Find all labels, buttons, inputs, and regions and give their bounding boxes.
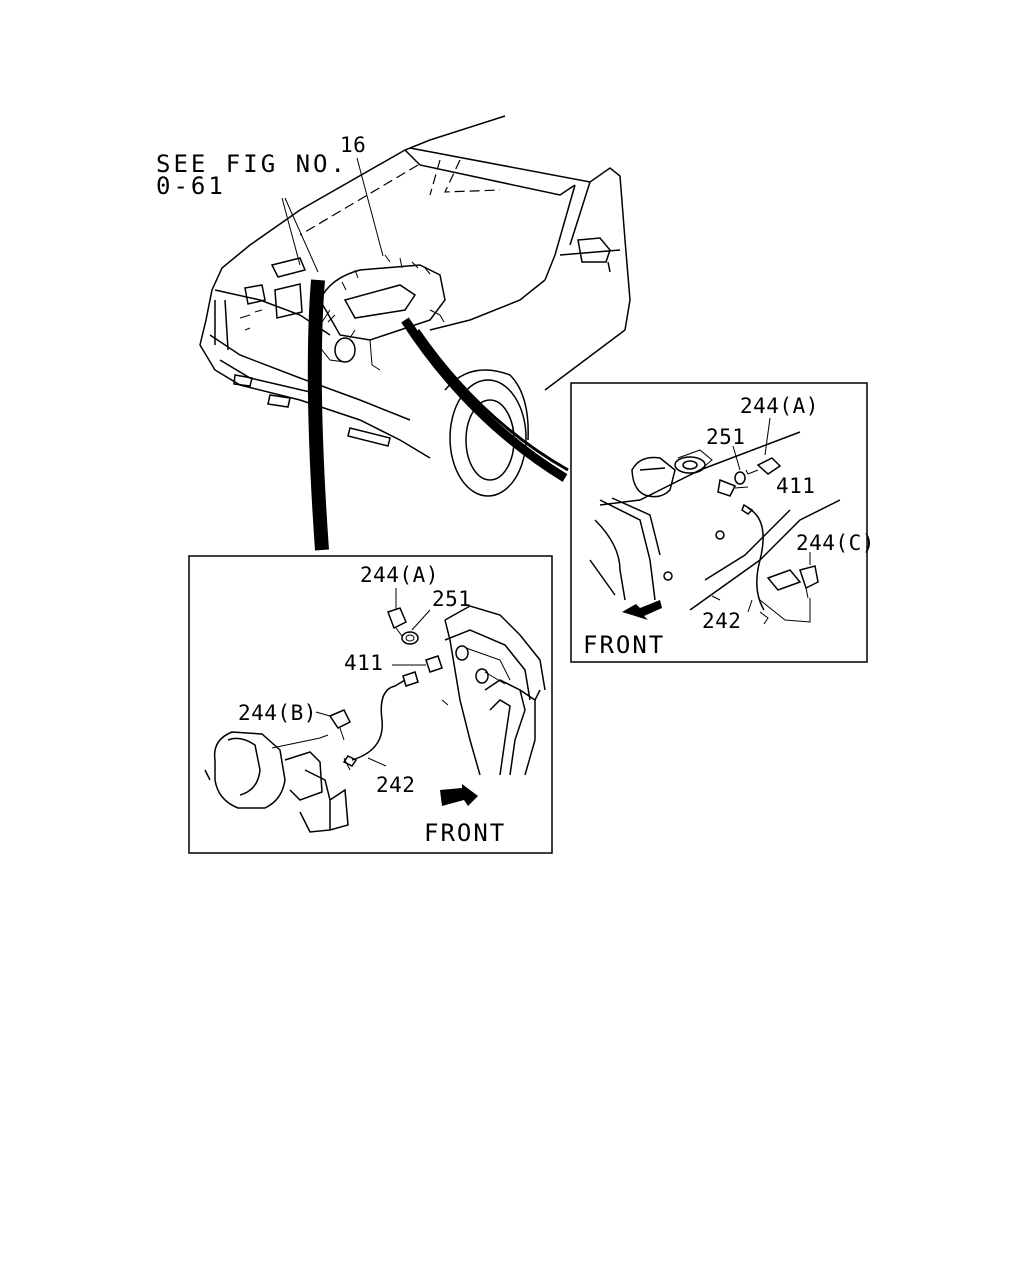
harness-part-label: 16 [340,133,366,157]
see-fig-line2: 0-61 [156,172,226,200]
detail-right-label-244c: 244(C) [796,531,875,555]
detail-right-label-244a: 244(A) [740,394,819,418]
detail-left-label-244a: 244(A) [360,563,439,587]
detail-right-label-411: 411 [776,474,815,498]
detail-right-label-251: 251 [706,425,745,449]
detail-right-front-label: FRONT [583,631,665,659]
truck-overview-drawing [199,115,631,551]
front-arrow-icon-left [440,784,478,806]
detail-left-label-411: 411 [344,651,383,675]
detail-left-label-244b: 244(B) [238,701,317,725]
detail-left-label-251: 251 [432,587,471,611]
see-fig-line1: SEE FIG NO. [156,150,348,178]
detail-right-label-242: 242 [702,609,741,633]
detail-left-box [188,555,553,854]
detail-left-label-242: 242 [376,773,415,797]
detail-right-box [570,382,868,663]
front-arrow-icon-right [622,600,662,620]
detail-left-front-label: FRONT [424,819,506,847]
